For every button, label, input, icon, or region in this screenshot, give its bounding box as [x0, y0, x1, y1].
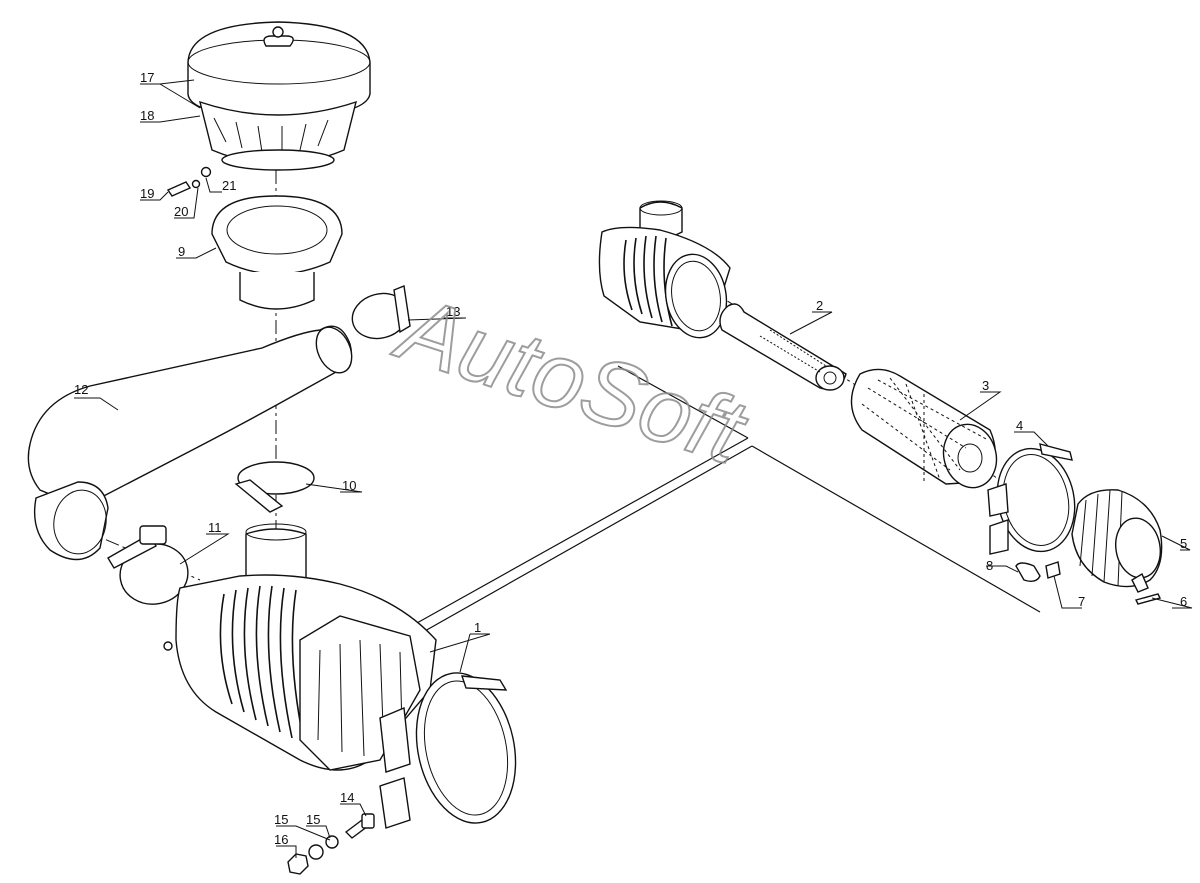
callout-13: 13 — [446, 304, 460, 319]
callout-15-a: 15 — [274, 812, 288, 827]
callout-8: 8 — [986, 558, 993, 573]
callout-15-b: 15 — [306, 812, 320, 827]
callout-16: 16 — [274, 832, 288, 847]
callout-6: 6 — [1180, 594, 1187, 609]
callout-19: 19 — [140, 186, 154, 201]
callout-17: 17 — [140, 70, 154, 85]
mounting-fasteners — [287, 813, 375, 875]
callout-20: 20 — [174, 204, 188, 219]
housing-top-view — [598, 200, 731, 339]
safety-filter-element — [719, 303, 847, 391]
callout-2: 2 — [816, 298, 823, 313]
callout-21: 21 — [222, 178, 236, 193]
callout-5: 5 — [1180, 536, 1187, 551]
callout-14: 14 — [340, 790, 354, 805]
callout-7: 7 — [1078, 594, 1085, 609]
callout-12: 12 — [74, 382, 88, 397]
callout-3: 3 — [982, 378, 989, 393]
primary-filter-element — [850, 368, 998, 489]
end-cover — [1071, 489, 1163, 593]
callout-11: 11 — [208, 520, 222, 535]
callout-4: 4 — [1016, 418, 1023, 433]
air-cleaner-housing — [163, 523, 517, 829]
cover-clamp-band — [987, 443, 1076, 555]
callout-9: 9 — [178, 244, 185, 259]
pre-cleaner-cap — [187, 21, 371, 171]
callout-10: 10 — [342, 478, 356, 493]
callout-18: 18 — [140, 108, 154, 123]
cover-small-parts — [1015, 561, 1162, 605]
cap-fasteners — [166, 166, 212, 197]
callout-leaders — [74, 79, 1193, 858]
callout-1: 1 — [474, 620, 481, 635]
intake-hose — [27, 325, 353, 561]
adapter-ring — [211, 195, 343, 310]
hose-clamps — [107, 285, 411, 605]
callout-labels: 1 2 3 4 5 6 7 8 9 10 11 12 13 14 15 15 1… — [74, 70, 1187, 847]
